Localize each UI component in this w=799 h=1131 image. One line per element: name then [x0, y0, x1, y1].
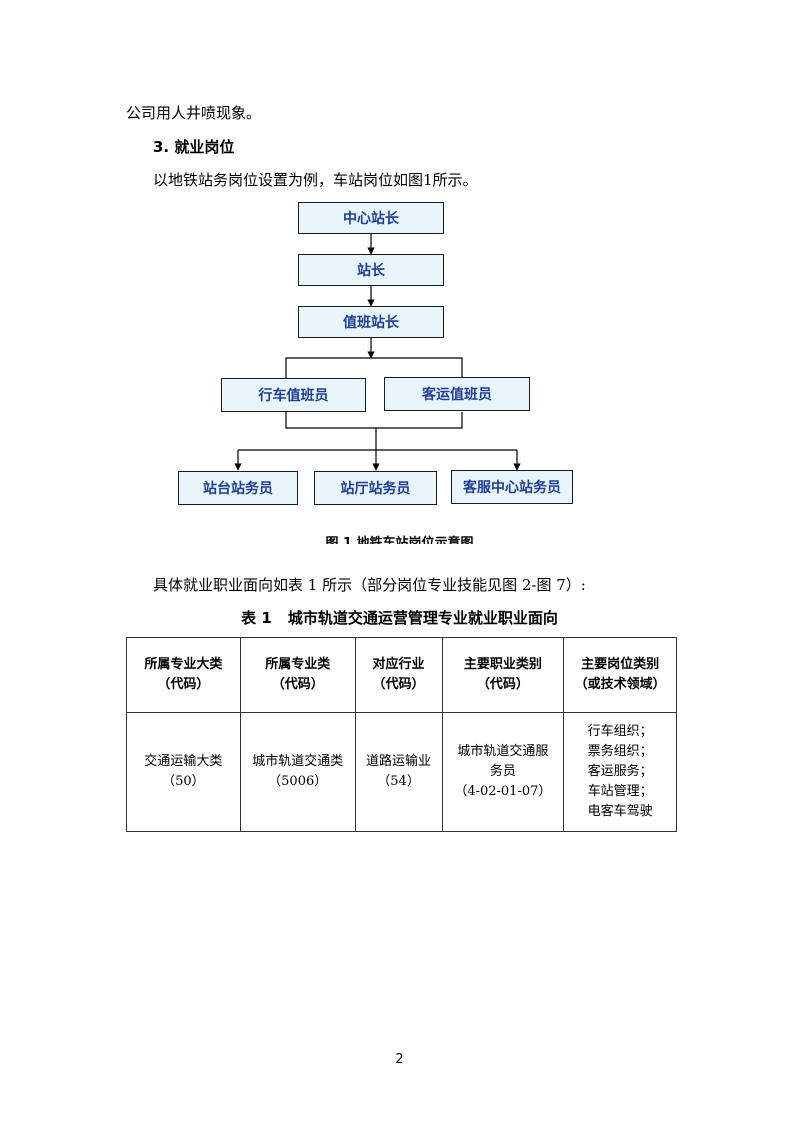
- table-title: 表 1 城市轨道交通运营管理专业就业职业面向: [0, 607, 799, 628]
- section-heading: 3. 就业岗位: [153, 138, 235, 156]
- flow-node-traffic-duty-officer: 行车值班员: [221, 378, 366, 412]
- flowchart-connectors: [234, 233, 521, 471]
- paragraph-figure-intro: 以地铁站务岗位设置为例，车站岗位如图1所示。: [153, 171, 478, 189]
- flow-node-hall-attendant: 站厅站务员: [314, 471, 437, 505]
- header-industry: 对应行业（代码）: [354, 637, 443, 713]
- header-major-category: 所属专业大类（代码）: [126, 637, 241, 713]
- table-title-text: 城市轨道交通运营管理专业就业职业面向: [287, 609, 558, 627]
- flow-node-platform-attendant: 站台站务员: [178, 471, 298, 505]
- table-row: 交通运输大类（50） 城市轨道交通类（5006） 道路运输业（54） 城市轨道交…: [126, 712, 677, 832]
- branch-merge: [285, 412, 463, 429]
- flow-node-label: 中心站长: [343, 211, 399, 227]
- flow-node-station-master: 站长: [298, 254, 444, 286]
- header-occupation: 主要职业类别（代码）: [441, 637, 565, 713]
- paragraph-table-intro: 具体就业职业面向如表 1 所示（部分岗位专业技能见图 2-图 7）:: [153, 576, 586, 594]
- flow-node-label: 行车值班员: [258, 388, 329, 404]
- header-major-class: 所属专业类（代码）: [239, 637, 356, 713]
- cell-occupation: 城市轨道交通服务员（4-02-01-07）: [441, 712, 565, 832]
- flow-node-center-station-master: 中心站长: [298, 202, 444, 234]
- flow-node-duty-station-master: 值班站长: [298, 306, 444, 338]
- flow-node-service-center-attendant: 客服中心站务员: [451, 470, 573, 504]
- flow-node-label: 站台站务员: [203, 481, 273, 497]
- cell-major-category: 交通运输大类（50）: [126, 712, 241, 832]
- table-label: 表 1: [241, 609, 272, 627]
- flow-node-label: 值班站长: [343, 315, 399, 331]
- cell-major-class: 城市轨道交通类（5006）: [239, 712, 356, 832]
- flow-node-passenger-duty-officer: 客运值班员: [384, 377, 530, 411]
- table-header-row: 所属专业大类（代码） 所属专业类（代码） 对应行业（代码） 主要职业类别（代码）…: [126, 637, 677, 713]
- figure-caption: 图 1 地铁车站岗位示意图: [325, 536, 474, 544]
- flow-node-label: 客服中心站务员: [463, 480, 561, 496]
- paragraph-intro-end: 公司用人井喷现象。: [126, 104, 262, 122]
- cell-position: 行车组织；票务组织；客运服务；车站管理；电客车驾驶: [563, 712, 677, 832]
- header-position: 主要岗位类别（或技术领域）: [563, 637, 677, 713]
- cell-industry: 道路运输业（54）: [354, 712, 443, 832]
- career-table: 所属专业大类（代码） 所属专业类（代码） 对应行业（代码） 主要职业类别（代码）…: [126, 637, 677, 832]
- page-number: 2: [395, 1052, 404, 1067]
- flow-node-label: 客运值班员: [422, 387, 492, 403]
- branch-split: [285, 357, 463, 378]
- flow-node-label: 站长: [357, 263, 385, 279]
- flow-node-label: 站厅站务员: [340, 481, 411, 497]
